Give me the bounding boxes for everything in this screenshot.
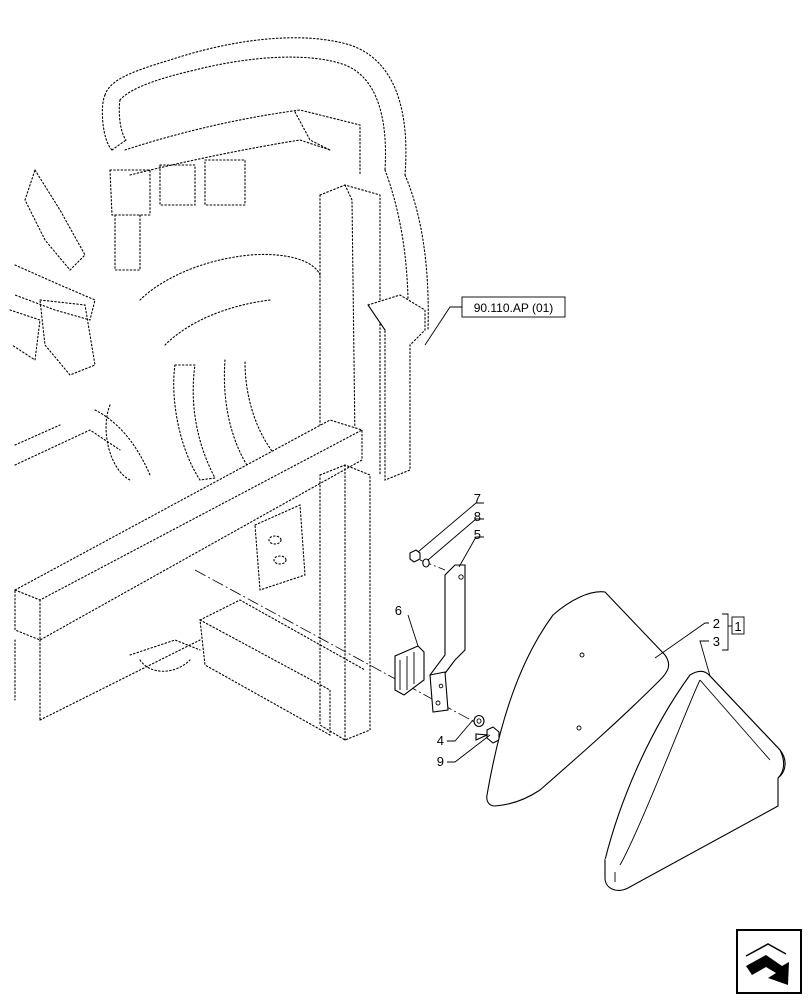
nut-7 bbox=[409, 549, 421, 563]
callout-4: 4 bbox=[437, 733, 444, 748]
callout-6: 6 bbox=[395, 603, 402, 618]
bracket-5 bbox=[429, 564, 466, 713]
callout-5: 5 bbox=[474, 527, 481, 542]
callout-7: 7 bbox=[474, 491, 481, 506]
bolt-9 bbox=[475, 726, 500, 744]
callout-8: 8 bbox=[474, 509, 481, 524]
clip-6 bbox=[394, 645, 425, 696]
reflector-3 bbox=[604, 670, 786, 891]
navigation-arrow-icon[interactable] bbox=[736, 929, 802, 994]
callouts: 7 8 5 6 4 9 2 3 1 bbox=[395, 491, 745, 769]
cab-frame bbox=[9, 37, 429, 741]
reference-code: 90.110.AP (01) bbox=[474, 301, 554, 315]
washer-8 bbox=[422, 558, 430, 568]
callout-2: 2 bbox=[713, 616, 720, 631]
callout-9: 9 bbox=[437, 754, 444, 769]
reference-box[interactable]: 90.110.AP (01) bbox=[461, 296, 566, 318]
leader-lines bbox=[407, 306, 732, 763]
washer-4 bbox=[473, 714, 485, 728]
sign-plate-2 bbox=[486, 591, 670, 807]
callout-1: 1 bbox=[734, 619, 741, 634]
callout-3: 3 bbox=[713, 634, 720, 649]
